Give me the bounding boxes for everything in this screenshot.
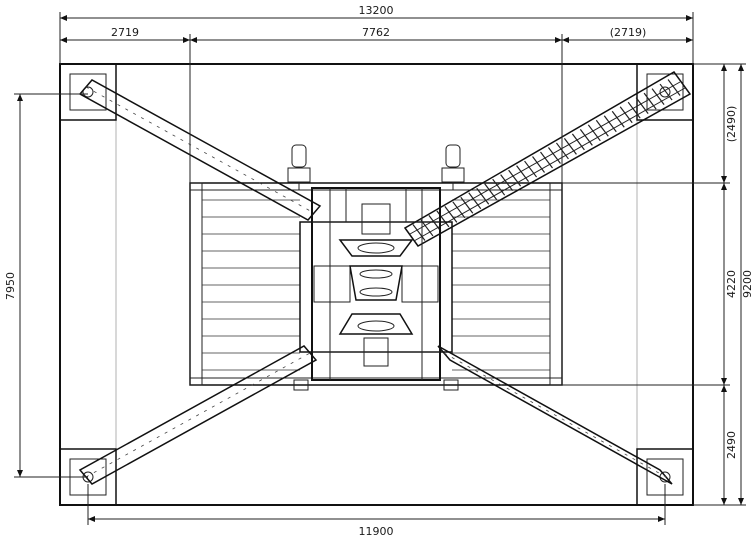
dim-label-bottom-span: 11900 — [359, 525, 394, 538]
conveyor-rung — [651, 88, 665, 105]
dim-label-top-bay: (2490) — [725, 106, 738, 143]
motor-right — [441, 144, 465, 190]
corner-block-top-left — [59, 63, 117, 121]
conveyor-rung — [619, 106, 633, 124]
conveyor-rung — [579, 128, 593, 146]
conveyor-rung — [452, 201, 466, 219]
conveyor-rung — [524, 160, 538, 178]
dim-left-diagonal: 7950 — [4, 93, 88, 478]
central-deck — [189, 182, 563, 386]
conveyor-rung — [571, 133, 585, 151]
dim-label-overall-height: 9200 — [741, 270, 753, 298]
dim-right-bays: (2490) 4220 2490 — [562, 63, 746, 506]
conveyor-rung — [500, 174, 514, 192]
rotor-unit-middle — [349, 265, 403, 301]
conveyor-rung — [611, 110, 625, 128]
conveyor-rung — [595, 119, 609, 137]
conveyor-rungs — [412, 79, 681, 241]
motor-left — [287, 144, 311, 190]
conveyor-rung — [492, 178, 506, 196]
dim-label-bottom-bay: 2490 — [725, 431, 738, 459]
dim-right-overall: 9200 — [730, 63, 753, 505]
conveyor-rung — [532, 156, 546, 173]
conveyor-rung — [563, 138, 577, 155]
conveyor-rung — [540, 151, 553, 169]
conveyor-rung — [444, 205, 458, 223]
conveyor-rung — [603, 115, 617, 133]
dim-label-left-bay: 2719 — [111, 26, 139, 39]
brace-bottom-left — [78, 345, 318, 485]
outer-frame — [59, 63, 694, 506]
conveyor-rung — [635, 97, 649, 115]
conveyor-rung — [587, 124, 601, 142]
conveyor-rung — [659, 83, 673, 101]
conveyor-rung — [476, 187, 490, 205]
conveyor-rung — [428, 215, 442, 232]
central-machine — [299, 187, 453, 381]
conveyor-rung — [643, 92, 657, 110]
corner-block-top-right — [636, 63, 694, 121]
conveyor-rung — [468, 192, 482, 210]
conveyor-rung — [412, 224, 426, 241]
rotor-unit-upper — [338, 203, 414, 257]
conveyor-rung — [547, 147, 561, 164]
deck-slats — [202, 199, 550, 371]
inclined-conveyor — [403, 71, 692, 247]
dim-label-right-bay: (2719) — [610, 26, 647, 39]
dim-top-overall: 13200 — [59, 4, 694, 64]
conveyor-rung — [508, 169, 522, 187]
conveyor-rung — [436, 210, 450, 228]
conveyor-rung — [460, 196, 474, 214]
conveyor-rung — [667, 79, 681, 96]
dim-label-center-bay: 7762 — [362, 26, 390, 39]
rotor-unit-lower — [338, 313, 414, 367]
dim-top-bays: 2719 7762 (2719) — [60, 26, 693, 190]
conveyor-rung — [484, 183, 498, 201]
conveyor-rung — [627, 101, 641, 119]
dim-label-diagonal-height: 7950 — [4, 272, 17, 300]
dim-label-overall-width: 13200 — [359, 4, 394, 17]
brace-bottom-right — [437, 345, 673, 485]
brace-top-left — [78, 79, 322, 221]
dim-bottom-span: 11900 — [87, 484, 666, 538]
conveyor-rung — [516, 165, 530, 182]
dim-label-middle-bay: 4220 — [725, 270, 738, 298]
